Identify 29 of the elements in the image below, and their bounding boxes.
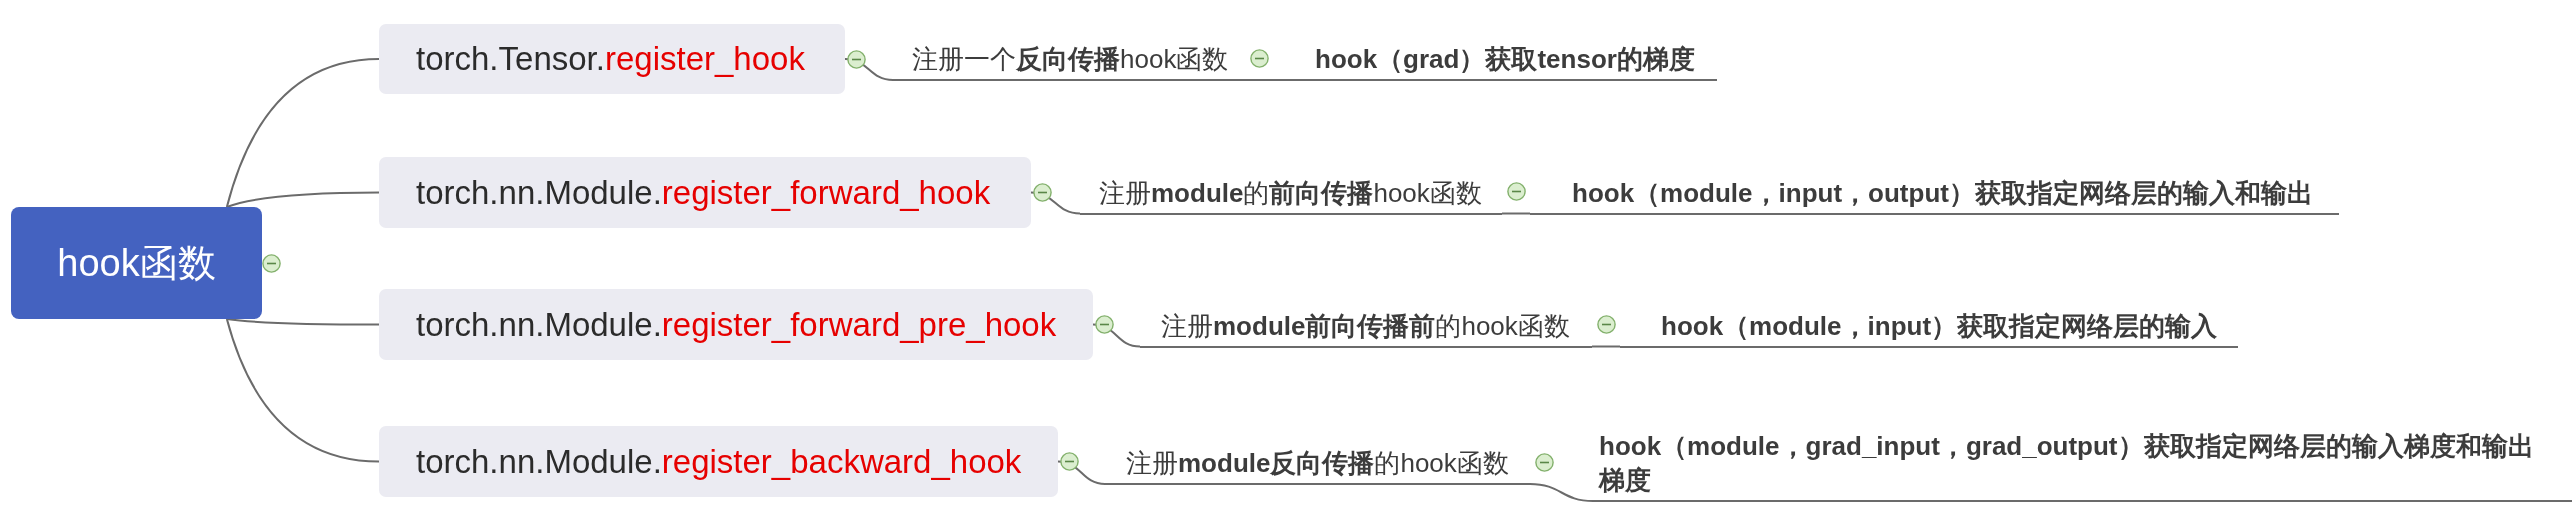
connector-line xyxy=(1501,212,1531,215)
root-topic: hook函数 xyxy=(11,207,262,319)
connector-line xyxy=(1591,345,1621,348)
method-name: register_forward_hook xyxy=(661,173,991,212)
detail-label: hook（module，input）获取指定网络层的输入 xyxy=(1620,306,2238,348)
class-path: torch.Tensor. xyxy=(416,40,605,78)
detail-label: hook（module，input，output）获取指定网络层的输入和输出 xyxy=(1530,173,2339,215)
subtopic-label: 注册一个反向传播hook函数 xyxy=(893,40,1245,81)
connector-line xyxy=(225,58,380,208)
connector-line xyxy=(225,191,380,208)
topic-box xyxy=(379,289,1093,360)
class-path: torch.nn.Module. xyxy=(416,173,662,212)
connector-line xyxy=(225,318,380,326)
method-name: register_backward_hook xyxy=(661,442,1022,481)
subtopic-label: 注册module前向传播前的hook函数 xyxy=(1140,306,1592,348)
method-name: register_hook xyxy=(604,40,805,78)
topic-box xyxy=(379,24,845,94)
connector-line xyxy=(1529,483,1594,502)
subtopic-label: 注册module的前向传播hook函数 xyxy=(1080,173,1502,215)
detail-label: hook（grad）获取tensor的梯度 xyxy=(1273,40,1717,81)
connector-line xyxy=(225,318,380,463)
class-path: torch.nn.Module. xyxy=(416,442,662,481)
subtopic-label: 注册module反向传播的hook函数 xyxy=(1105,444,1530,485)
class-path: torch.nn.Module. xyxy=(416,305,662,344)
connector-line xyxy=(1244,79,1274,81)
detail-label: hook（module，grad_input，grad_output）获取指定网络层的输入梯度和输出梯度 xyxy=(1593,427,2572,502)
method-name: register_forward_pre_hook xyxy=(661,305,1057,344)
topic-box xyxy=(379,426,1058,497)
topic-box xyxy=(379,157,1031,228)
